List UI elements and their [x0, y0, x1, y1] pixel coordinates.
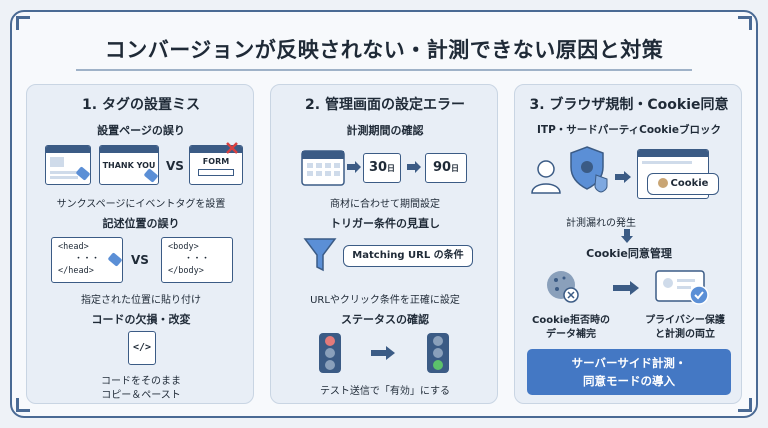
panel-title: 2. 管理画面の設定エラー [305, 97, 465, 113]
code-line: ・・・ [184, 254, 210, 264]
section-caption: Cookie拒否時の [532, 315, 610, 326]
section-label: Cookie同意管理 [586, 247, 672, 260]
vs-label: VS [166, 159, 184, 173]
vs-label: VS [131, 253, 149, 267]
period-value: 30 [368, 160, 388, 175]
code-line: ・・・ [74, 254, 100, 264]
traffic-light-red-icon [319, 333, 341, 373]
section-caption: コードをそのまま [101, 376, 181, 387]
period-90-days: 90日 [425, 153, 467, 183]
cookie-icon [657, 178, 668, 188]
period-value: 90 [432, 160, 452, 175]
banner-line: サーバーサイド計測・ [571, 356, 687, 370]
section-caption: 指定された位置に貼り付け [81, 295, 201, 306]
section-label: ステータスの確認 [341, 313, 429, 326]
period-unit: 日 [387, 164, 396, 173]
form-page: FORM [189, 145, 243, 185]
page-title: コンバージョンが反映されない・計測できない原因と対策 [104, 38, 664, 62]
arrow-down-icon [621, 229, 633, 243]
body-code-box: <body> ・・・ </body> [161, 237, 233, 283]
corner-decoration [738, 398, 752, 412]
section-caption: テスト送信で「有効」にする [319, 386, 451, 397]
section-label: 記述位置の誤り [102, 217, 180, 230]
solution-banner: サーバーサイド計測・ 同意モードの導入 [527, 349, 731, 395]
panel-tag-setup: 1. タグの設置ミス 設置ページの誤り THANK YOU VS FORM サン… [26, 84, 254, 404]
panel-browser-restriction: 3. ブラウザ規制・Cookie同意 ITP・サードパーティCookieブロック… [514, 84, 742, 404]
code-line: <head> [58, 242, 89, 252]
code-line: <body> [168, 242, 199, 252]
thank-you-text: THANK YOU [102, 161, 156, 170]
calendar-icon [301, 150, 345, 186]
arrow-right-icon [613, 281, 639, 295]
section-label: 計測期間の確認 [346, 124, 424, 137]
section-caption: データ補完 [546, 329, 596, 340]
cookie-badge: Cookie [647, 173, 719, 195]
section-label: トリガー条件の見直し [330, 217, 440, 230]
section-label: コードの欠損・改変 [91, 313, 191, 326]
matching-url-bubble: Matching URL の条件 [343, 245, 473, 267]
section-caption: URLやクリック条件を正確に設定 [310, 295, 460, 306]
section-label: 設置ページの誤り [97, 124, 185, 137]
corner-decoration [16, 16, 30, 30]
cross-icon [226, 142, 238, 154]
cookie-rejected-icon [547, 271, 579, 303]
filter-funnel-icon [303, 238, 337, 272]
corner-decoration [16, 398, 30, 412]
period-unit: 日 [451, 164, 460, 173]
code-line: </body> [168, 266, 204, 276]
arrow-right-icon [407, 161, 421, 173]
section-caption: サンクスページにイベントタグを設置 [56, 199, 226, 210]
section-caption: コピー＆ペースト [101, 390, 181, 401]
section-caption: と計測の両立 [655, 329, 715, 340]
form-text: FORM [202, 157, 230, 166]
cookie-label: Cookie [670, 178, 709, 189]
section-caption: 商材に合わせて期間設定 [330, 199, 440, 210]
id-card-check-icon [655, 270, 709, 305]
traffic-light-green-icon [427, 333, 449, 373]
title-divider [76, 69, 692, 71]
code-glyph: </> [132, 342, 152, 353]
corner-decoration [738, 16, 752, 30]
panel-title: 3. ブラウザ規制・Cookie同意 [529, 97, 729, 113]
section-label: ITP・サードパーティCookieブロック [537, 124, 721, 136]
section-caption: 計測漏れの発生 [566, 218, 636, 229]
code-file-icon: </> [128, 331, 156, 365]
period-30-days: 30日 [363, 153, 401, 183]
user-icon [531, 160, 561, 194]
section-caption: プライバシー保護 [645, 315, 725, 326]
panel-title: 1. タグの設置ミス [82, 97, 200, 113]
banner-line: 同意モードの導入 [583, 374, 675, 388]
arrow-right-icon [615, 171, 631, 183]
shield-icon [570, 146, 608, 193]
panel-admin-settings: 2. 管理画面の設定エラー 計測期間の確認 30日 90日 商材に合わせて期間設… [270, 84, 498, 404]
code-line: </head> [58, 266, 94, 276]
arrow-right-icon [371, 346, 395, 360]
arrow-right-icon [347, 161, 361, 173]
